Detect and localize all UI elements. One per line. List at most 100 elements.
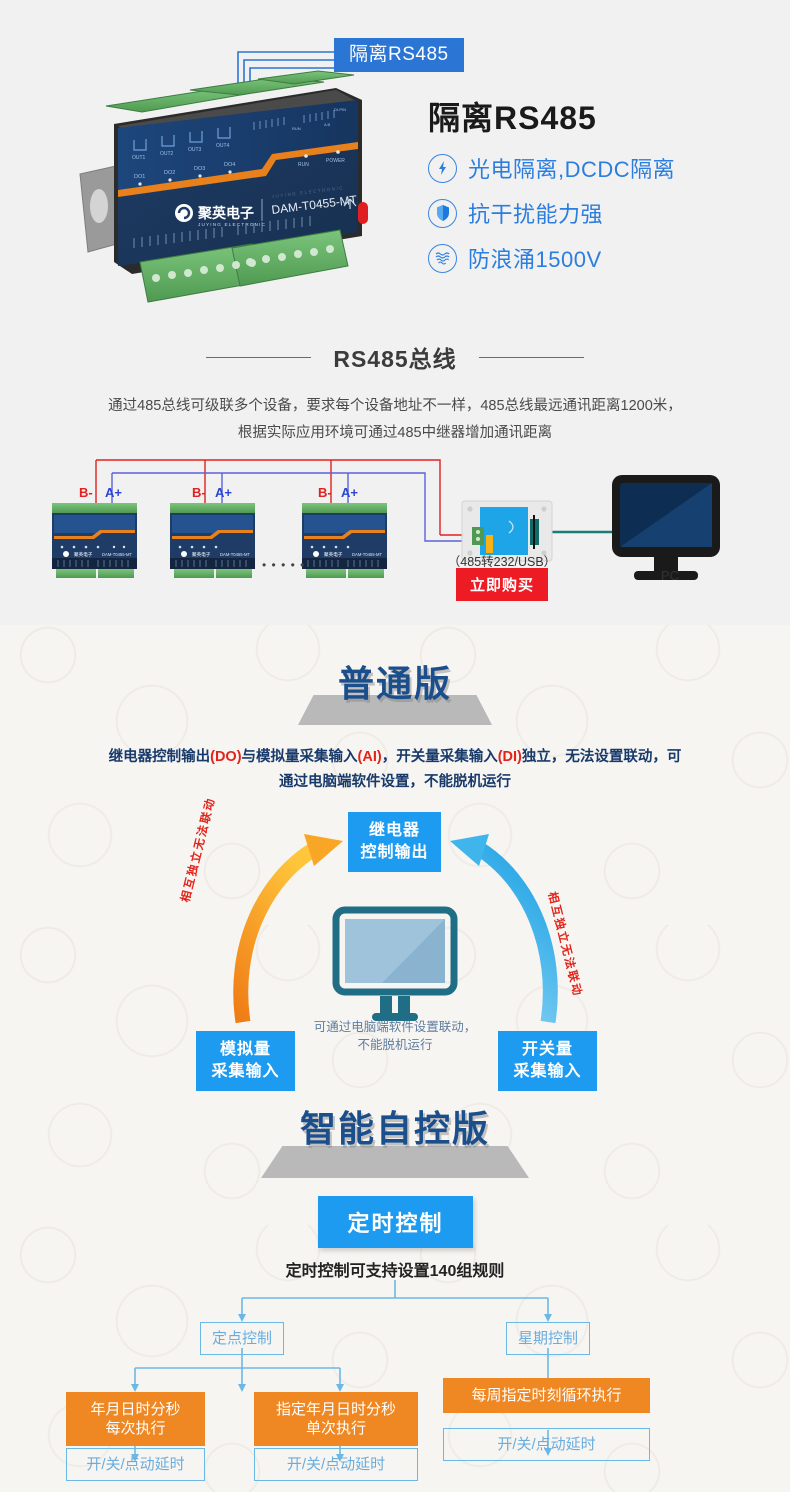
terminal-label-b-3: B- (318, 485, 332, 500)
svg-text:RUN: RUN (292, 126, 301, 131)
rs485-topology-diagram: 聚英电子 DAM-T0455-MT (0, 455, 790, 620)
computer-monitor-icon (332, 906, 458, 1021)
editions-section (0, 625, 790, 1492)
timer-control-button[interactable]: 定时控制 (318, 1196, 473, 1248)
bus-desc-line-1: 通过485总线可级联多个设备，要求每个设备地址不一样，485总线最远通讯距离12… (108, 398, 682, 414)
para-line-2: 通过电脑端软件设置，不能脱机运行 (279, 774, 511, 790)
terminal-strip-top (105, 70, 355, 113)
shield-icon (428, 198, 457, 228)
box-digital-input-line2: 采集输入 (513, 1063, 582, 1080)
svg-text:OUT2: OUT2 (160, 151, 174, 157)
banner-plinth-smart (261, 1146, 529, 1178)
svg-text:DAM-T0455-MT: DAM-T0455-MT (220, 552, 250, 557)
terminal-label-b-1: B- (79, 485, 93, 500)
node-rule-weekly: 每周指定时刻循环执行 (443, 1378, 650, 1413)
node-rule-every: 年月日时分秒 每次执行 (66, 1392, 205, 1446)
rs485-bus-description: 通过485总线可级联多个设备，要求每个设备地址不一样，485总线最远通讯距离12… (40, 393, 750, 447)
hero-title: 隔离RS485 (428, 100, 597, 136)
svg-text:DAM-T0455-MT: DAM-T0455-MT (102, 552, 132, 557)
feature-label-2: 抗干扰能力强 (468, 202, 604, 227)
para-seg-2: 与模拟量采集输入 (241, 749, 358, 765)
normal-edition-banner: 普通版 (0, 655, 790, 725)
device-image: OUT1 OUT2 OUT3 OUT4 DO1 DO2 DO3 DO4 (72, 66, 402, 306)
arc-right (450, 834, 558, 1024)
interlock-note: 可通过电脑端软件设置联动， 不能脱机运行 (300, 1018, 490, 1054)
svg-text:聚英电子: 聚英电子 (74, 551, 93, 558)
para-seg-ai: (AI) (357, 749, 382, 765)
svg-text:OUT3: OUT3 (188, 147, 202, 153)
para-seg-3: ，开关量采集输入 (381, 749, 498, 765)
interlock-note-line1: 可通过电脑端软件设置联动， (313, 1020, 477, 1034)
para-seg-di: (DI) (497, 749, 522, 765)
normal-edition-banner-text: 普通版 (337, 664, 453, 705)
pc-monitor-image (612, 475, 720, 580)
para-seg-1: 继电器控制输出 (108, 749, 211, 765)
bus-desc-line-2: 根据实际应用环境可通过485中继器增加通讯距离 (237, 425, 553, 441)
svg-text:DO3: DO3 (194, 166, 205, 172)
buy-now-button[interactable]: 立即购买 (456, 568, 549, 601)
terminal-label-a-3: A+ (341, 485, 358, 500)
banner-plinth-normal (298, 695, 492, 725)
feature-row-2: 抗干扰能力强 (428, 197, 778, 229)
svg-text:聚英电子: 聚英电子 (192, 551, 211, 558)
svg-text:A B: A B (324, 122, 331, 127)
hero-section: 隔离RS485 (0, 0, 790, 625)
svg-text:聚英电子: 聚英电子 (197, 205, 254, 222)
node-rule-every-line1: 年月日时分秒 (90, 1401, 181, 1418)
feature-label-3: 防浪涌1500V (468, 247, 602, 272)
svg-text:DAM-T0455-MT: DAM-T0455-MT (352, 552, 382, 557)
svg-text:JUYING ELECTRONIC: JUYING ELECTRONIC (198, 222, 266, 227)
smart-edition-banner: 智能自控版 (0, 1100, 790, 1178)
svg-text:DO2: DO2 (164, 170, 175, 176)
terminal-label-a-1: A+ (105, 485, 122, 500)
converter-caption: （485转232/USB） (447, 555, 557, 569)
box-relay-output-line2: 控制输出 (360, 844, 429, 861)
svg-text:聚英电子: 聚英电子 (324, 551, 343, 558)
svg-text:RUN: RUN (298, 162, 309, 168)
node-rule-once: 指定年月日时分秒 单次执行 (254, 1392, 418, 1446)
feature-label-1: 光电隔离,DCDC隔离 (468, 157, 676, 182)
box-analog-input-line1: 模拟量 (219, 1041, 271, 1058)
box-relay-output-line1: 继电器 (368, 822, 420, 839)
lightning-icon (428, 153, 457, 183)
box-analog-input: 模拟量 采集输入 (196, 1031, 295, 1091)
normal-edition-paragraph: 继电器控制输出(DO)与模拟量采集输入(AI)，开关量采集输入(DI)独立，无法… (70, 745, 720, 795)
leaf-action-3: 开/关/点动延时 (443, 1428, 650, 1461)
arc-left (233, 834, 343, 1024)
isolated-rs485-callout: 隔离RS485 (334, 38, 464, 72)
rs485-converter-image (461, 500, 553, 562)
box-digital-input-line1: 开关量 (521, 1041, 573, 1058)
smart-edition-banner-text: 智能自控版 (299, 1109, 491, 1150)
surge-wave-icon (428, 243, 457, 273)
svg-text:OUT1: OUT1 (132, 155, 146, 161)
feature-row-1: 光电隔离,DCDC隔离 (428, 152, 778, 184)
para-seg-4: 独立，无法设置联动，可 (521, 749, 682, 765)
node-rule-once-line1: 指定年月日时分秒 (275, 1401, 396, 1418)
pc-caption: PC (660, 568, 680, 583)
hero-text-block: 隔离RS485 光电隔离,DCDC隔离 抗干扰能力强 (428, 93, 778, 274)
rs485-bus-heading: RS485总线 (0, 340, 790, 374)
rs485-bus-heading-text: RS485总线 (206, 340, 585, 374)
svg-text:POWER: POWER (326, 158, 345, 164)
callout-label: 隔离RS485 (349, 44, 449, 65)
svg-text:DO4: DO4 (224, 162, 235, 168)
svg-text:DI-PIN: DI-PIN (334, 107, 346, 112)
timer-rules-subtitle: 定时控制可支持设置140组规则 (285, 1263, 505, 1280)
node-rule-once-line2: 单次执行 (305, 1420, 366, 1437)
para-seg-do: (DO) (210, 749, 242, 765)
box-digital-input: 开关量 采集输入 (498, 1031, 597, 1091)
interlock-note-line2: 不能脱机运行 (357, 1038, 433, 1052)
svg-text:DO1: DO1 (134, 174, 145, 180)
feature-row-3: 防浪涌1500V (428, 242, 778, 274)
leaf-action-1: 开/关/点动延时 (66, 1448, 205, 1481)
terminal-label-b-2: B- (192, 485, 206, 500)
box-analog-input-line2: 采集输入 (211, 1063, 280, 1080)
leaf-action-2: 开/关/点动延时 (254, 1448, 418, 1481)
terminal-strip-bottom (139, 229, 349, 303)
node-point-control: 定点控制 (200, 1322, 284, 1355)
device-chain-ellipsis: • • • • • (262, 558, 306, 572)
node-week-control: 星期控制 (506, 1322, 590, 1355)
svg-text:OUT4: OUT4 (216, 143, 230, 149)
box-relay-output: 继电器 控制输出 (348, 812, 441, 872)
